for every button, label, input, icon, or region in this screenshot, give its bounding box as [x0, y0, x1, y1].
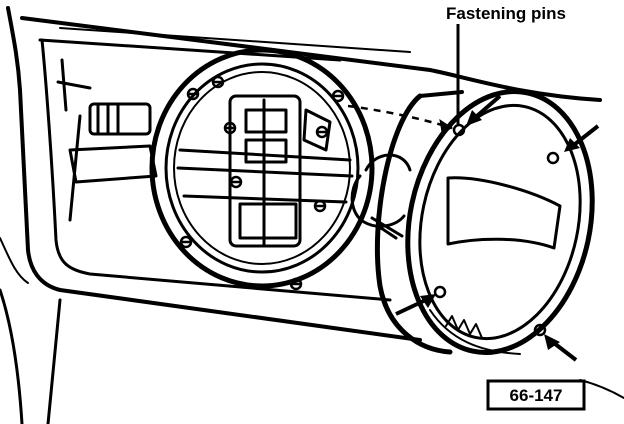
screw-icon [223, 121, 237, 135]
alignment-dashed-line [347, 104, 454, 133]
filler-neck-mechanism [176, 94, 354, 248]
filler-housing-ring [149, 47, 375, 289]
screw-icon [186, 87, 200, 101]
pin-icon [433, 285, 447, 299]
fastening-pins [433, 123, 560, 337]
reference-number-box: 66-147 [486, 379, 586, 411]
pin-icon [533, 323, 547, 337]
screw-icon [229, 175, 243, 189]
screw-icon [179, 235, 193, 249]
pin-pointer-arrows [395, 94, 600, 362]
screw-icon [315, 125, 329, 139]
arrow-icon [466, 94, 502, 126]
pin-icon [546, 151, 560, 165]
body-panel-outline [0, 6, 624, 424]
filler-flap [374, 89, 595, 355]
callout-label: Fastening pins [446, 4, 566, 23]
arrow-icon [564, 124, 600, 152]
housing-screws [179, 75, 345, 291]
hinge-bracket [56, 58, 158, 222]
pin-icon [452, 123, 466, 137]
arrow-icon [395, 294, 436, 316]
screw-icon [331, 89, 345, 103]
screw-icon [211, 75, 225, 89]
screw-icon [289, 277, 303, 291]
screw-icon [313, 199, 327, 213]
arrow-icon [544, 334, 578, 362]
reference-number: 66-147 [510, 386, 563, 405]
